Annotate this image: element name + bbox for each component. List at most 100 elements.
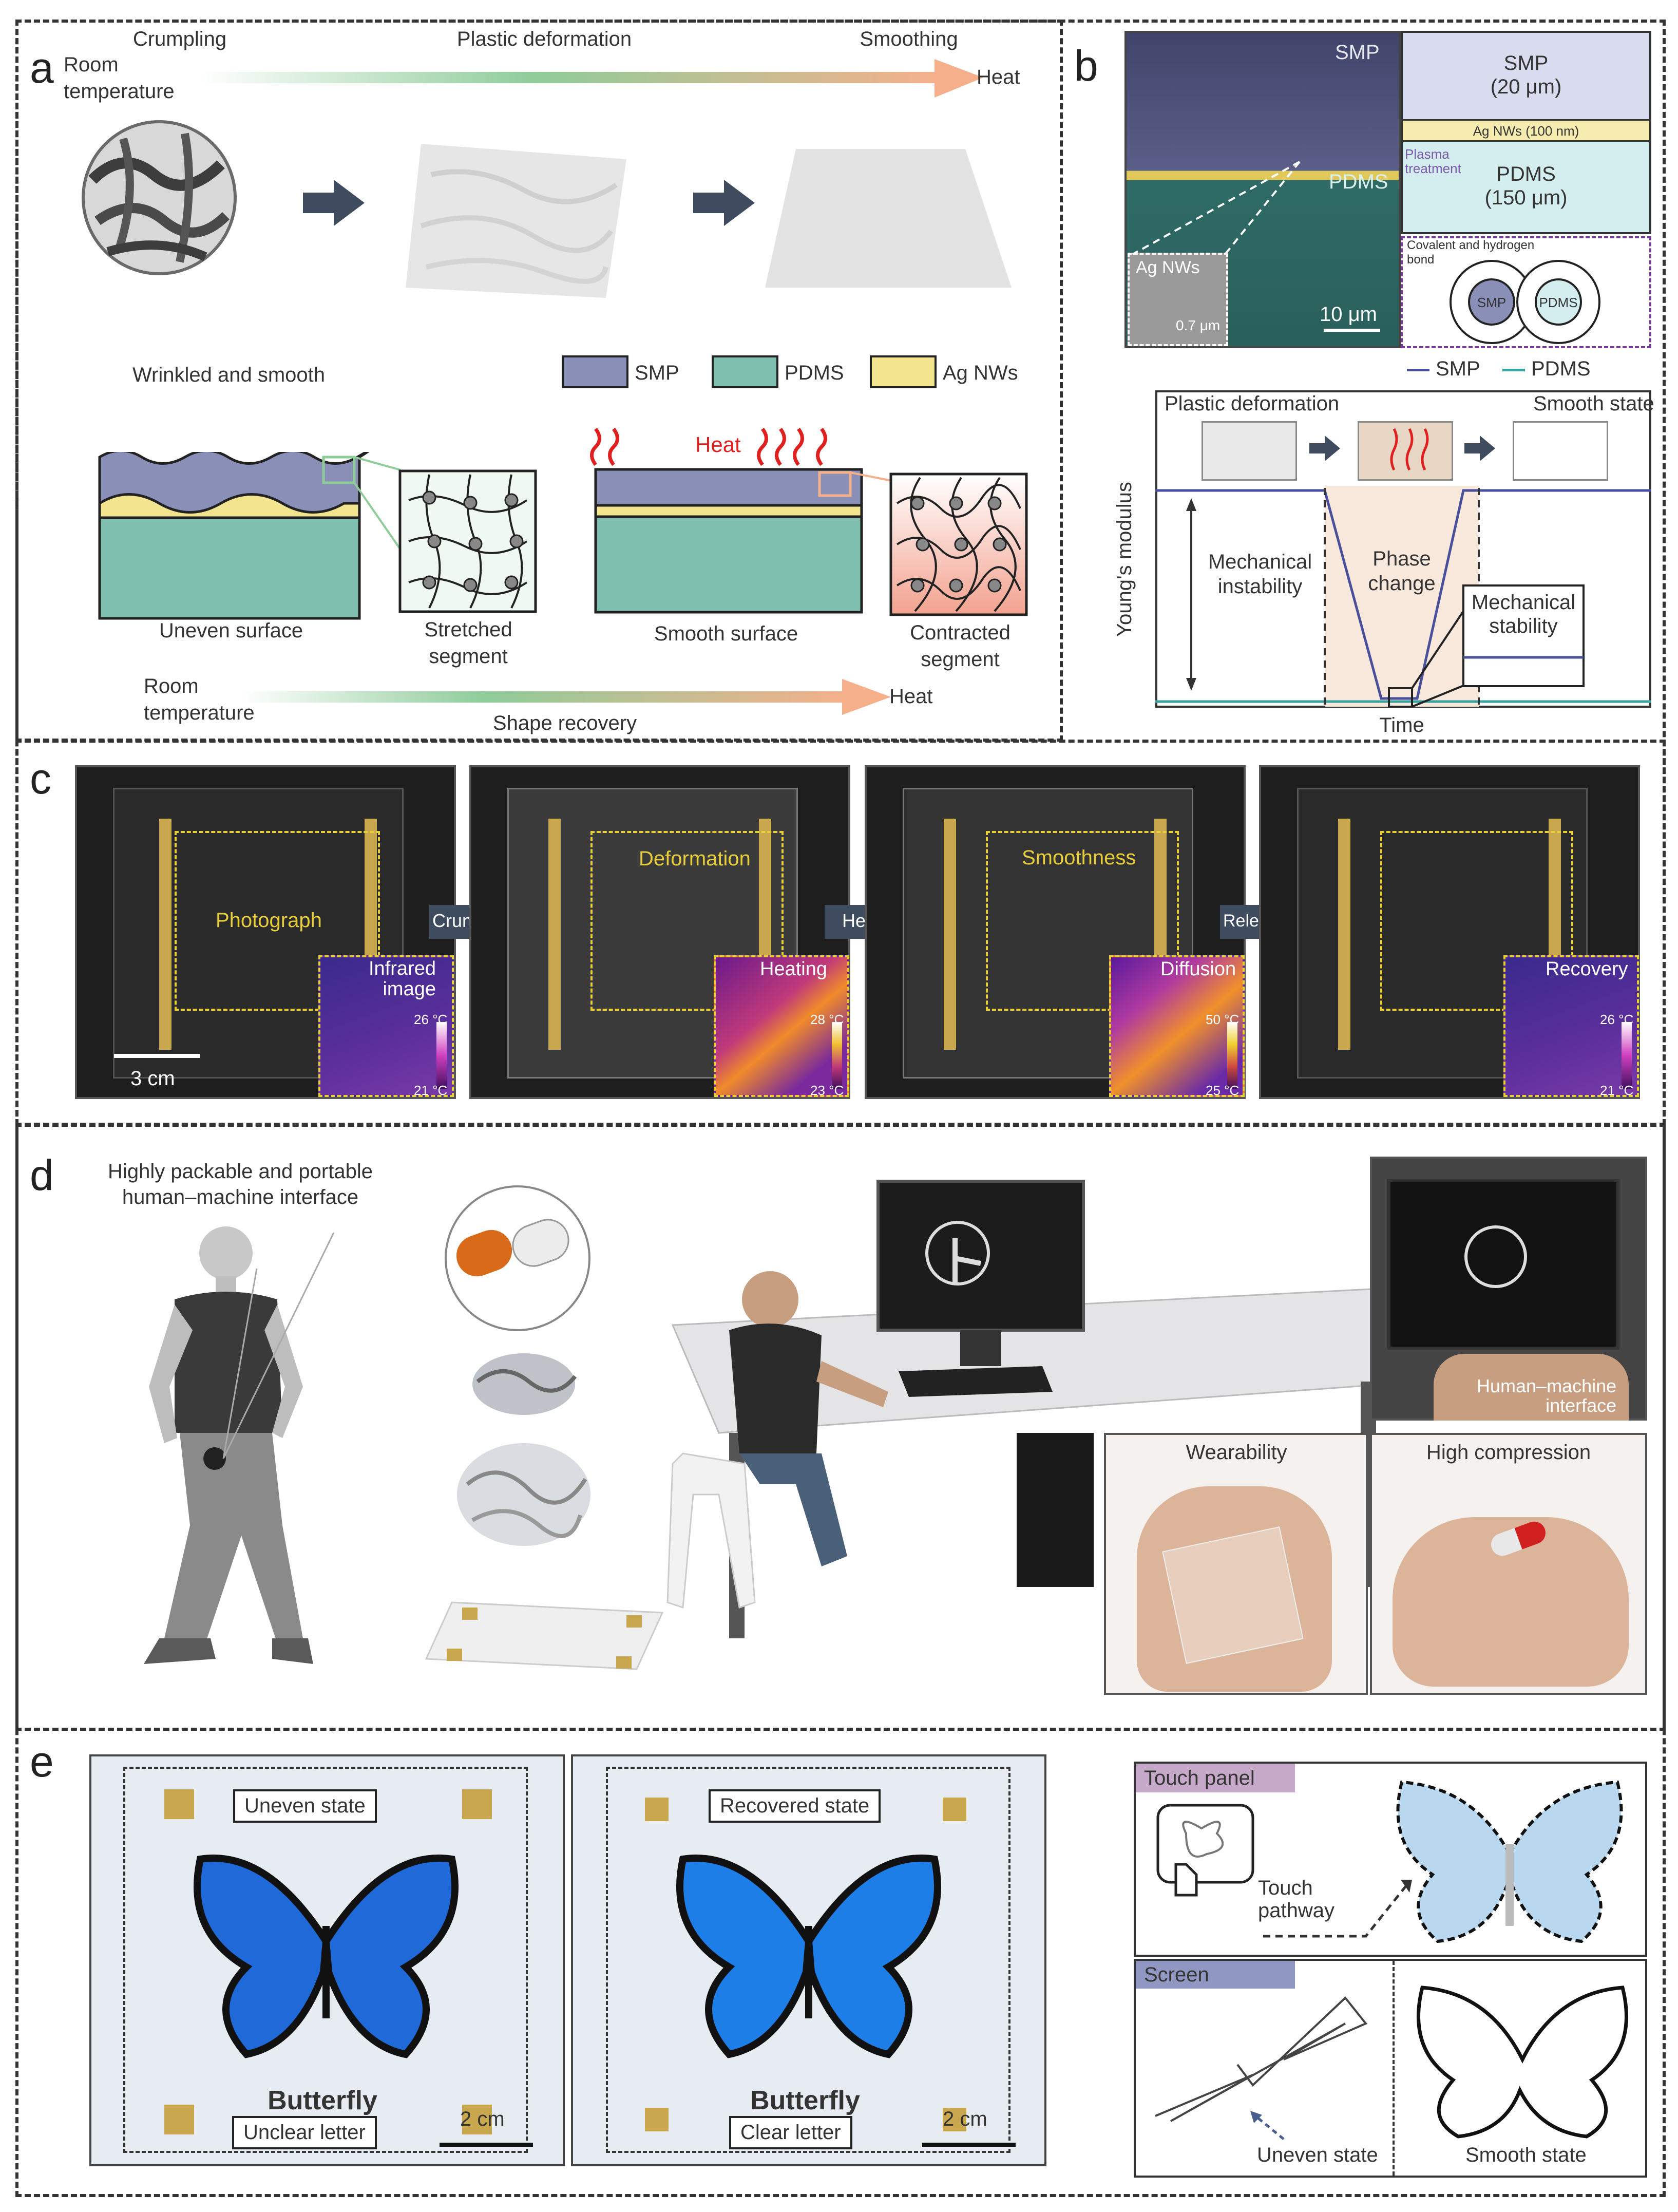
- stage-plastic: Plastic deformation: [456, 28, 632, 50]
- ir4-lo: 21 °C: [1600, 1083, 1634, 1098]
- scale-bar-e1: [440, 2143, 533, 2147]
- ir-inset-2: [714, 955, 849, 1097]
- mechanical-stability-label: Mechanical stability: [1471, 591, 1576, 637]
- crumpled-device-small: [472, 1353, 577, 1415]
- recovered-state-label: Recovered state: [709, 1789, 881, 1823]
- gradient-arrow-bottom: [241, 679, 891, 715]
- ir-colorbar-3: [1227, 1022, 1237, 1089]
- shape-recovery-label: Shape recovery: [492, 712, 637, 734]
- diffusion-label: Diffusion: [1160, 958, 1236, 980]
- schematic-smp-label: SMP (20 μm): [1490, 52, 1562, 98]
- sem-smp-label: SMP: [1335, 41, 1380, 64]
- wearability-photo: [1104, 1433, 1368, 1695]
- heat-icon-thumb: [1390, 428, 1429, 471]
- sem-scale-bar: [1324, 329, 1380, 332]
- sem-pdms-label: PDMS: [1329, 171, 1388, 193]
- layer-schematic: [1401, 31, 1651, 234]
- heating-label: Heating: [760, 958, 827, 980]
- legend-line-smp: [1407, 369, 1429, 371]
- stage-crumpling: Crumpling: [132, 28, 227, 50]
- plastic-deformation-label: Plastic deformation: [1165, 392, 1340, 415]
- phase-change-label: Phase change: [1368, 547, 1436, 595]
- stage-smoothing: Smoothing: [860, 28, 958, 50]
- phase-change-region: [1325, 486, 1479, 707]
- plasma-label: Plasma treatment: [1405, 146, 1461, 176]
- recovered-roi: [606, 1767, 1010, 2153]
- uneven-surface-label: Uneven surface: [159, 619, 303, 642]
- heat-top-label: Heat: [977, 66, 1020, 88]
- bond-smp-label: SMP: [1477, 295, 1507, 310]
- arrow-thumb-1: [1309, 436, 1340, 461]
- legend-label-smp: SMP: [635, 362, 679, 384]
- uneven-trace-arrow: [1250, 2111, 1285, 2140]
- contracted-segment-label: Contracted segment: [910, 621, 1010, 671]
- electrode-br-1: [462, 2105, 492, 2134]
- legend-swatch-agnw: [870, 355, 937, 388]
- scale-e2-label: 2 cm: [943, 2108, 987, 2130]
- photo-1-roi: [175, 831, 380, 1011]
- electrode-tl-1: [164, 1789, 194, 1819]
- wrinkled-label: Wrinkled and smooth: [132, 364, 325, 386]
- crumpled-device-large: [457, 1443, 590, 1546]
- photo-2-roi: [590, 831, 784, 1011]
- heat-mid-label: Heat: [695, 432, 741, 457]
- arrow-right-1: [303, 180, 365, 226]
- panel-a-letter: a: [30, 44, 54, 92]
- scale-e1-label: 2 cm: [460, 2108, 505, 2130]
- ir2-hi: 28 °C: [810, 1012, 844, 1027]
- butterfly-word-clear: Butterfly: [750, 2086, 860, 2115]
- legend-label-pdms: PDMS: [785, 362, 844, 384]
- wearability-label: Wearability: [1186, 1441, 1287, 1464]
- panel-d-letter: d: [30, 1151, 54, 1199]
- smoothness-label: Smoothness: [1022, 846, 1136, 869]
- screen-box: [1134, 1959, 1647, 2178]
- clear-letter-label: Clear letter: [729, 2116, 852, 2149]
- screen-header: Screen: [1136, 1961, 1295, 1989]
- touch-panel-header: Touch panel: [1136, 1764, 1295, 1792]
- bond-title: Covalent and hydrogen bond: [1407, 238, 1535, 267]
- touch-pathway-label: Touch pathway: [1258, 1877, 1334, 1922]
- panel-c-letter: c: [30, 754, 51, 803]
- panel-b-letter: b: [1074, 42, 1098, 90]
- deformed-sheet-thumb: [1202, 421, 1297, 481]
- mechanical-instability-label: Mechanical instability: [1208, 551, 1312, 598]
- touch-pathway-arrow: [1263, 1880, 1412, 1938]
- panel-d-title: Highly packable and portable human–machi…: [108, 1160, 373, 1208]
- photo-crumpled: [469, 765, 850, 1099]
- gradient-arrow-top: [200, 59, 983, 98]
- electrode-br-2: [943, 2108, 966, 2131]
- high-compression-label: High compression: [1426, 1441, 1591, 1464]
- stretched-segment-diagram: [398, 469, 537, 613]
- heat-bottom-label: Heat: [889, 685, 933, 708]
- inset-zoom-lines: [1132, 161, 1301, 255]
- legend-swatch-smp: [562, 355, 628, 388]
- inset-scale: 0.7 μm: [1176, 317, 1221, 333]
- infrared-label: Infrared image: [369, 958, 436, 1000]
- sem-scale-label: 10 μm: [1320, 303, 1377, 326]
- photograph-label: Photograph: [216, 909, 322, 932]
- scale-bar-3cm: [114, 1054, 200, 1058]
- scale-bar-e2: [922, 2143, 1016, 2147]
- ir-inset-4: [1503, 955, 1639, 1097]
- schematic-pdms-label: PDMS (150 μm): [1484, 163, 1568, 209]
- ir-inset-3: [1109, 955, 1245, 1097]
- ylabel-youngs-modulus: Young's modulus: [1113, 482, 1136, 637]
- bond-inset: [1401, 236, 1651, 348]
- arrow-thumb-2: [1464, 436, 1495, 461]
- bottom-room-temperature: Room temperature: [144, 675, 255, 724]
- ir2-lo: 23 °C: [810, 1083, 844, 1098]
- agnw-inset: [1128, 253, 1228, 346]
- legend-smp: SMP: [1436, 357, 1480, 380]
- inset-title: Ag NWs: [1136, 258, 1200, 277]
- walking-man-illustration: [144, 1226, 335, 1664]
- screen-smooth-label: Smooth state: [1465, 2144, 1587, 2166]
- photo-4-roi: [1380, 831, 1573, 1011]
- electrode-tl-2: [645, 1798, 669, 1821]
- smooth-film: [765, 149, 1012, 288]
- smooth-state-label: Smooth state: [1533, 392, 1654, 415]
- electrode-bl-1: [164, 2105, 194, 2134]
- legend-line-pdms: [1502, 369, 1525, 371]
- heated-sheet-thumb: [1358, 421, 1453, 481]
- flat-device: [425, 1601, 664, 1670]
- uneven-surface-diagram: [98, 452, 402, 620]
